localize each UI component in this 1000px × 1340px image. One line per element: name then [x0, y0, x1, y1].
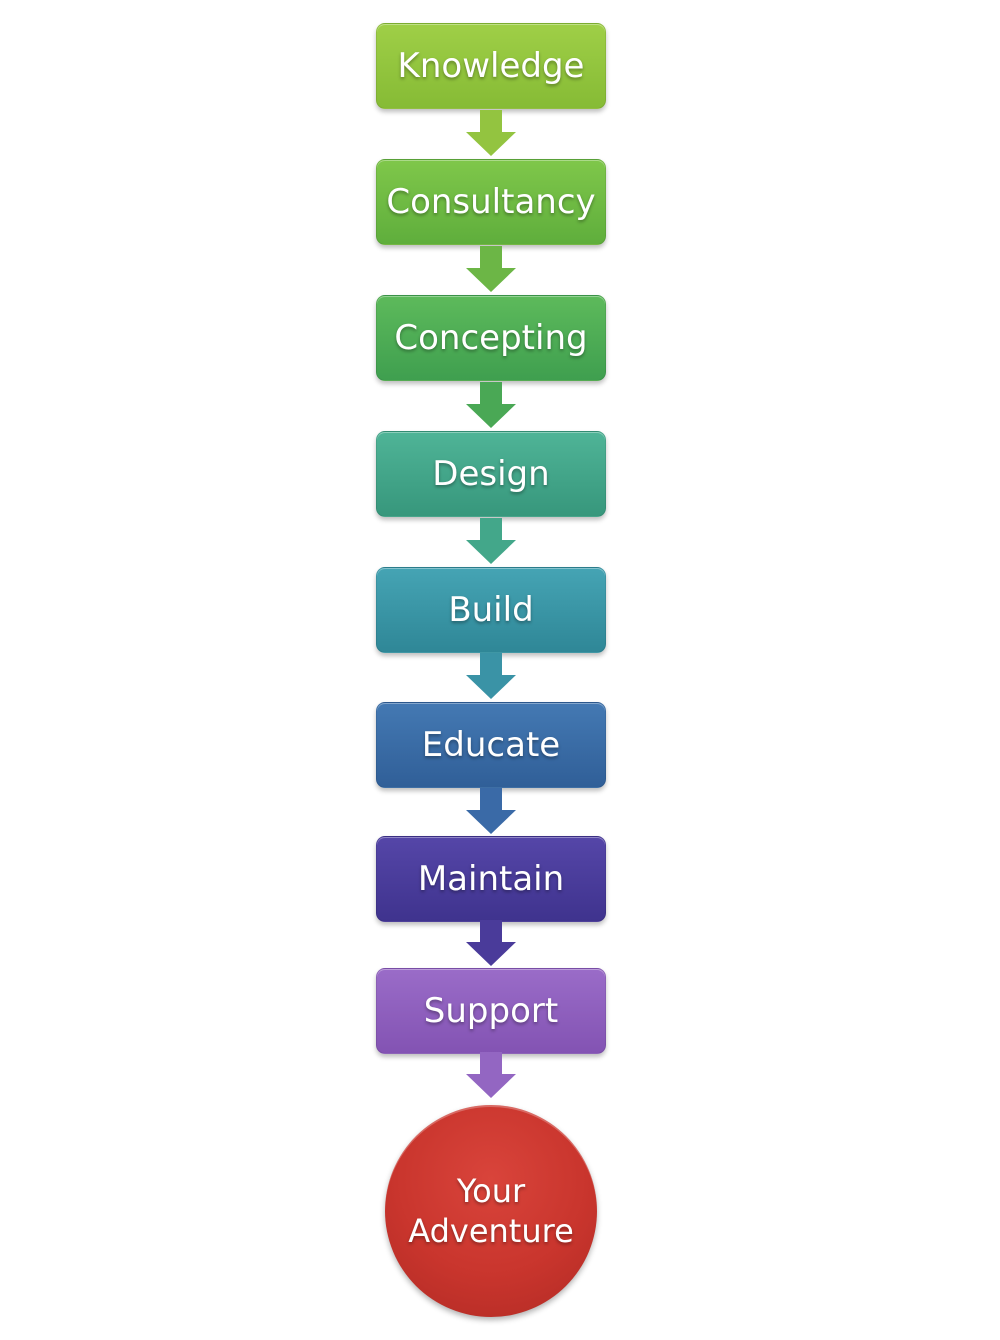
step-label: Concepting — [394, 318, 588, 358]
step-support: Support — [376, 968, 606, 1054]
step-label: Maintain — [417, 859, 565, 899]
down-arrow-icon — [466, 518, 516, 564]
end-label-line-2: Adventure — [408, 1212, 574, 1250]
end-label-line-1: Your — [456, 1172, 526, 1210]
step-label: Support — [423, 991, 559, 1031]
down-arrow-icon — [466, 653, 516, 699]
step-design: Design — [376, 431, 606, 517]
end-label: Your Adventure — [401, 1171, 581, 1251]
down-arrow-shape — [466, 518, 516, 564]
end-circle-your-adventure: Your Adventure — [385, 1105, 597, 1317]
step-concepting: Concepting — [376, 295, 606, 381]
step-label: Design — [432, 454, 550, 494]
down-arrow-icon — [466, 110, 516, 156]
down-arrow-shape — [466, 788, 516, 834]
down-arrow-shape — [466, 246, 516, 292]
step-knowledge: Knowledge — [376, 23, 606, 109]
down-arrow-shape — [466, 920, 516, 966]
step-label: Consultancy — [386, 182, 596, 222]
step-maintain: Maintain — [376, 836, 606, 922]
down-arrow-shape — [466, 1052, 516, 1098]
down-arrow-icon — [466, 920, 516, 966]
down-arrow-icon — [466, 382, 516, 428]
down-arrow-icon — [466, 788, 516, 834]
step-label: Educate — [421, 725, 561, 765]
step-label: Build — [448, 590, 534, 630]
down-arrow-shape — [466, 653, 516, 699]
step-build: Build — [376, 567, 606, 653]
down-arrow-shape — [466, 110, 516, 156]
step-label: Knowledge — [397, 46, 585, 86]
down-arrow-shape — [466, 382, 516, 428]
step-educate: Educate — [376, 702, 606, 788]
down-arrow-icon — [466, 1052, 516, 1098]
step-consultancy: Consultancy — [376, 159, 606, 245]
down-arrow-icon — [466, 246, 516, 292]
